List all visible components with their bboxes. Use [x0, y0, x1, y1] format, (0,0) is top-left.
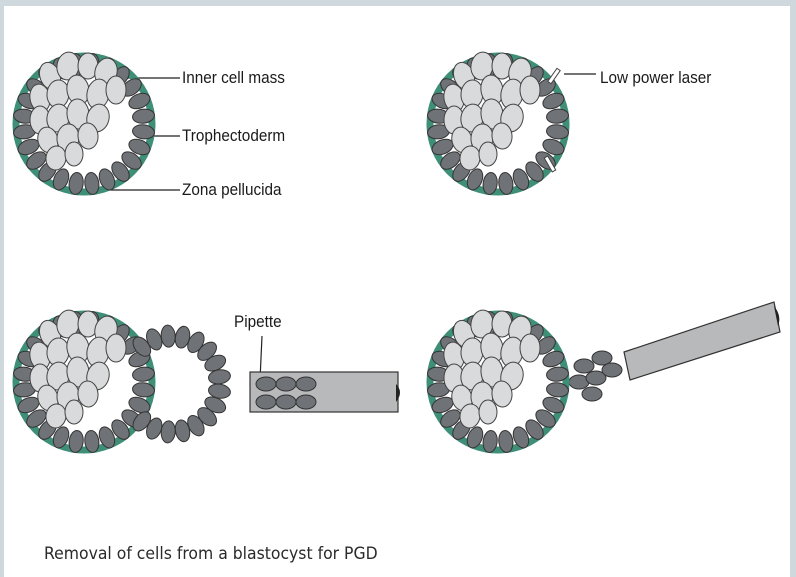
biopsied-cell	[574, 359, 594, 373]
blastocyst-herniating	[13, 308, 232, 453]
aspirated-cell	[256, 395, 276, 409]
icm-cell	[106, 334, 126, 362]
blastocyst-diagram	[4, 6, 790, 577]
icm-cell	[479, 400, 497, 424]
label-low-power-laser: Low power laser	[600, 68, 711, 88]
icm-cell	[479, 142, 497, 166]
aspirated-cell	[296, 395, 316, 409]
label-zona-pellucida: Zona pellucida	[182, 180, 282, 200]
label-trophectoderm: Trophectoderm	[182, 126, 285, 146]
biopsied-cell	[602, 363, 622, 377]
figure-frame: Inner cell mass Trophectoderm Zona pellu…	[4, 6, 790, 577]
aspirated-cell	[276, 377, 296, 391]
aspirated-cell	[296, 377, 316, 391]
pipette-right	[624, 302, 780, 380]
icm-cell	[65, 400, 83, 424]
blastocyst-biopsied	[427, 308, 570, 453]
icm-cell	[106, 76, 126, 104]
aspirated-cell	[276, 395, 296, 409]
figure-caption: Removal of cells from a blastocyst for P…	[44, 544, 378, 564]
icm-cell	[65, 142, 83, 166]
herniated-cell	[160, 325, 176, 348]
aspirated-cell	[256, 377, 276, 391]
blastocyst-labelled	[13, 50, 156, 195]
herniated-cell	[160, 420, 176, 443]
blastocyst-laser	[427, 50, 570, 195]
icm-cell	[520, 76, 540, 104]
label-inner-cell-mass: Inner cell mass	[182, 68, 285, 88]
biopsied-cell	[582, 387, 602, 401]
icm-cell	[520, 334, 540, 362]
label-pipette: Pipette	[234, 312, 282, 332]
